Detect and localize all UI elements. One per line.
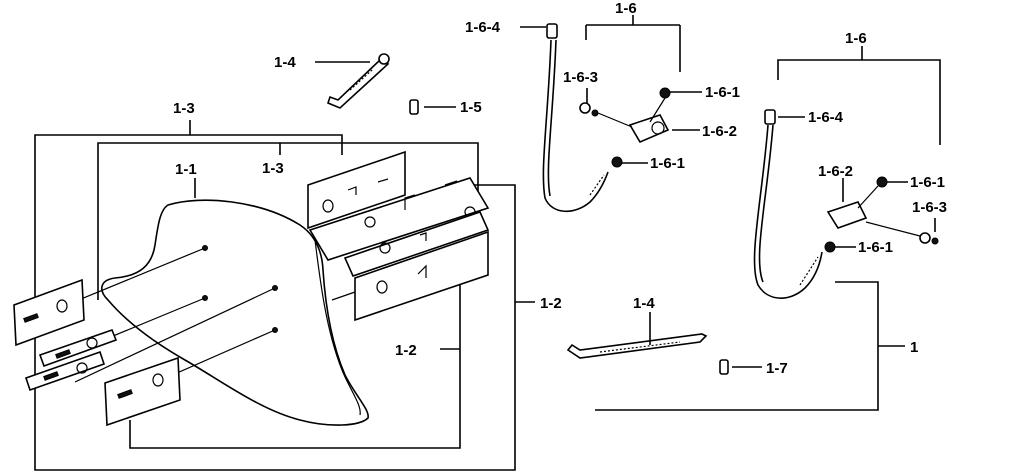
nut-1-7 (719, 359, 729, 375)
washer (56, 299, 68, 313)
bolt-a-head (591, 109, 599, 117)
nut-a-top (659, 87, 671, 99)
label-1-6-3-b: 1-6-3 (912, 199, 947, 216)
bolt-b (919, 232, 931, 244)
label-1-6-1-a-top: 1-6-1 (705, 84, 740, 101)
bracket-rail-mid (343, 211, 490, 277)
bracket-plate-bottom (354, 230, 489, 322)
bracket-1-3-outer (34, 134, 516, 471)
label-1: 1 (910, 339, 918, 356)
bolt (117, 389, 133, 399)
seat-edge-line (314, 239, 361, 416)
label-1-2-right: 1-2 (540, 295, 562, 312)
bracket-rail-top (308, 177, 490, 261)
bracket-1-3-inner (97, 142, 479, 300)
label-1-6-2-a: 1-6-2 (702, 123, 737, 140)
bolt (55, 349, 71, 359)
label-1-4-top: 1-4 (274, 54, 296, 71)
nut-1-5 (409, 99, 419, 115)
washer (364, 216, 376, 228)
label-1-6-3-a: 1-6-3 (563, 69, 598, 86)
cable-b (753, 124, 823, 299)
rod-1-4-top (327, 59, 390, 109)
nut-b-bot (824, 241, 836, 253)
cable-thread-b (799, 256, 819, 286)
rod-thread (599, 341, 681, 353)
label-1-6-4-a: 1-6-4 (465, 19, 501, 36)
label-1-6-b: 1-6 (845, 30, 867, 47)
bolt-a (579, 102, 591, 114)
rod-end (378, 53, 390, 65)
nut-b-top (876, 176, 888, 188)
label-1-5: 1-5 (460, 99, 482, 116)
rod-thread (349, 69, 373, 91)
screw-axis-5 (331, 291, 356, 301)
label-1-1: 1-1 (175, 161, 197, 178)
label-1-3-inner: 1-3 (262, 160, 284, 177)
washer (152, 373, 164, 387)
cable-thread-a (589, 174, 605, 196)
label-1-6-2-b: 1-6-2 (818, 163, 853, 180)
axis (857, 185, 879, 209)
cable-end-b (764, 109, 776, 125)
screw-hole (272, 327, 278, 333)
bolt (23, 313, 39, 323)
washer (322, 199, 334, 213)
washer (86, 337, 98, 349)
cable-a (542, 39, 609, 213)
axis (597, 112, 633, 128)
bolt (43, 371, 59, 381)
label-1-6-1-b-top: 1-6-1 (910, 174, 945, 191)
screw-hole (202, 295, 208, 301)
label-1-6-4-b: 1-6-4 (808, 109, 844, 126)
washer (76, 362, 88, 374)
clamp-hole (651, 121, 665, 135)
bracket-tab (417, 264, 427, 278)
axis (865, 221, 921, 237)
screw-axis-3 (74, 287, 276, 383)
label-1-4-bottom: 1-4 (633, 295, 655, 312)
bracket-tab (347, 178, 389, 195)
label-1-6-a: 1-6 (615, 0, 637, 17)
cable-b-inner (758, 124, 774, 283)
rod-1-4-bottom (566, 333, 708, 359)
cable-a-inner (547, 39, 557, 197)
label-1-7: 1-7 (766, 360, 788, 377)
cable-end-a (546, 23, 558, 39)
bracket-tab (404, 180, 458, 210)
label-1-2-inner: 1-2 (395, 342, 417, 359)
bracket-tab (419, 232, 427, 241)
axis (649, 97, 666, 123)
label-1-6-1-a-bot: 1-6-1 (650, 155, 685, 172)
clamp-b (826, 201, 868, 229)
bolt-b-head (931, 237, 939, 245)
mount-plate-left-2 (104, 356, 181, 427)
bracket-1-2 (129, 285, 461, 449)
seat-cushion (101, 199, 369, 426)
washer (376, 280, 388, 294)
nut-a-bot (611, 156, 623, 168)
washer (379, 242, 391, 254)
screw-hole (272, 285, 278, 291)
label-1-6-1-b-bot: 1-6-1 (858, 239, 893, 256)
bracket-1-6-b (777, 59, 941, 145)
screw-hole (202, 245, 208, 251)
mount-plate-left-1 (13, 278, 85, 347)
clamp-a (628, 114, 670, 144)
label-1-3-outer: 1-3 (173, 100, 195, 117)
